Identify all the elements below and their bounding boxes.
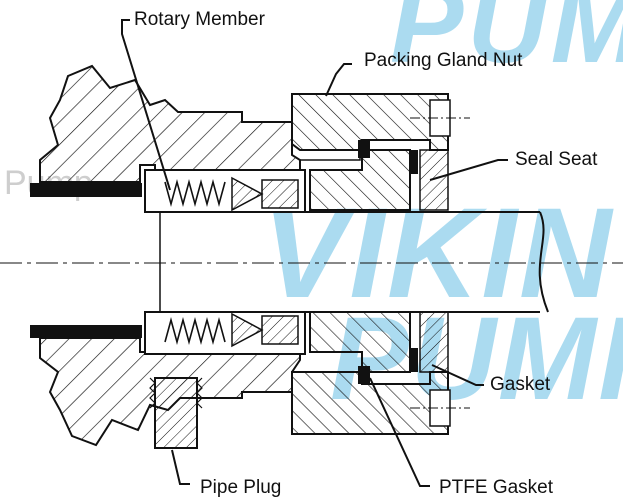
label-pipe-plug: Pipe Plug [200,477,282,498]
label-gasket: Gasket [490,374,551,395]
rotary-member-upper [144,169,306,213]
leader-rotary-member [121,19,171,191]
rotary-member-lower [144,311,306,355]
shaft [0,211,623,313]
label-rotary-member: Rotary Member [134,9,265,30]
gasket-band-upper [30,183,142,197]
packing-gland-nut-upper [291,93,470,211]
leader-seal-seat [429,159,508,181]
leader-gasket [431,364,484,386]
leader-lines [121,19,508,487]
pipe-plug [149,377,203,449]
leader-packing-gland-nut [325,63,352,97]
gasket-upper [410,150,418,174]
leader-ptfe-gasket [369,377,430,487]
ptfe-gasket-upper [358,140,370,158]
gasket-lower [410,348,418,372]
packing-gland-nut-lower [291,311,470,435]
gasket-band-lower [30,325,142,338]
label-packing-gland-nut: Packing Gland Nut [364,50,523,71]
ptfe-gasket-lower [358,366,370,384]
label-ptfe-gasket: PTFE Gasket [439,477,554,498]
seal-seat-lower [309,311,411,373]
leader-pipe-plug [171,449,190,485]
label-seal-seat: Seal Seat [515,149,598,170]
watermark-top: PUMP [390,0,623,86]
